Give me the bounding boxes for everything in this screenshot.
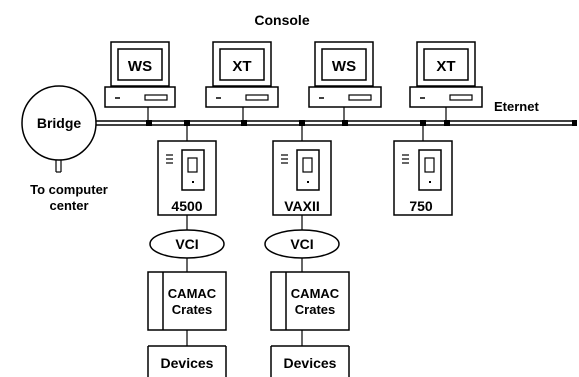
- vci-2-label: VCI: [290, 236, 313, 252]
- camac-crate-1-line1: CAMAC: [168, 286, 217, 301]
- devices-1-label: Devices: [161, 355, 214, 371]
- bridge-label: Bridge: [37, 115, 82, 131]
- devices-box-1: [147, 345, 227, 377]
- terminal-1-label: WS: [128, 58, 152, 75]
- devices-2-label: Devices: [284, 355, 337, 371]
- camac-crate-1-line2: Crates: [172, 302, 212, 317]
- vci-1-label: VCI: [175, 236, 198, 252]
- camac-crate-2: [270, 271, 350, 331]
- computer-750-label: 750: [409, 198, 433, 214]
- ethernet-label: Eternet: [494, 99, 539, 114]
- computer-vaxii: [272, 140, 332, 216]
- devices-box-2: [270, 345, 350, 377]
- terminal-1: [104, 41, 176, 126]
- terminal-4-label: XT: [436, 58, 455, 75]
- bridge-icon: [21, 85, 97, 173]
- computer-4500: [157, 140, 217, 216]
- ethernet-cable: [96, 120, 577, 126]
- bridge-caption-line1: To computer: [30, 182, 108, 197]
- ethernet-tap-750: [420, 120, 426, 141]
- bridge-caption-line2: center: [49, 198, 88, 213]
- camac-crate-2-line2: Crates: [295, 302, 335, 317]
- terminal-2-label: XT: [232, 58, 251, 75]
- computer-750: [393, 140, 453, 216]
- terminal-3: [308, 41, 382, 126]
- camac-crate-1: [147, 271, 227, 331]
- terminal-4: [409, 41, 483, 126]
- ethernet-tap-vaxii: [299, 120, 305, 141]
- camac-crate-2-line1: CAMAC: [291, 286, 340, 301]
- console-title: Console: [254, 12, 309, 28]
- terminal-2: [205, 41, 279, 126]
- computer-vaxii-label: VAXII: [284, 198, 320, 214]
- terminal-3-label: WS: [332, 58, 356, 75]
- computer-4500-label: 4500: [171, 198, 202, 214]
- ethernet-tap-4500: [184, 120, 190, 141]
